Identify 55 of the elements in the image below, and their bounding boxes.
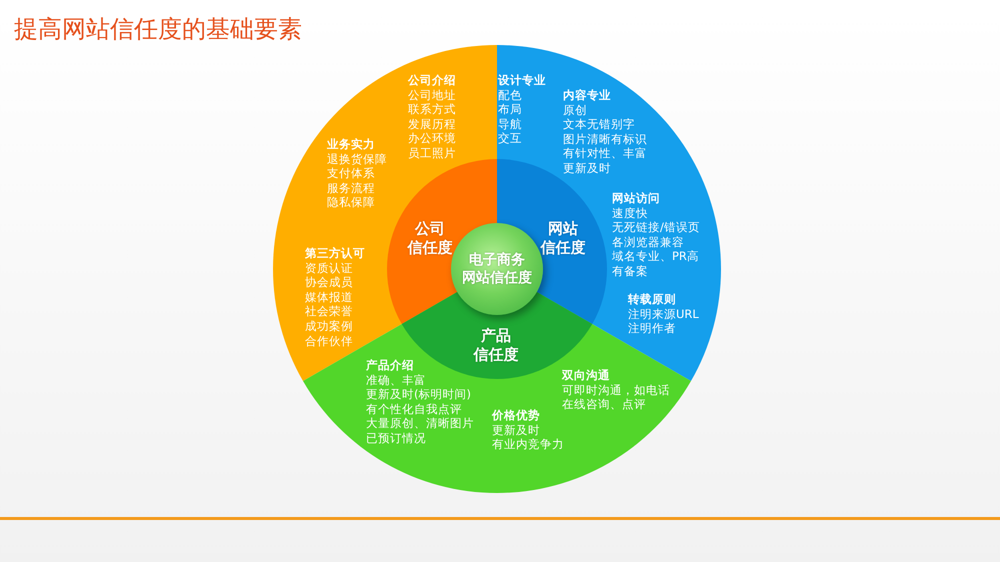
category-heading: 转载原则 [628,292,677,307]
list-item: 文本无错别字 [563,117,636,132]
list-item: 更新及时(标明时间) [366,387,472,402]
sector-label: 产品信任度 [474,326,518,364]
list-item: 协会成员 [305,275,354,290]
list-item: 有个性化自我点评 [366,402,463,416]
category-heading: 价格优势 [492,408,541,423]
list-item: 隐私保障 [327,195,376,210]
category-heading: 业务实力 [327,137,376,152]
category-heading: 内容专业 [563,88,612,103]
list-item: 准确、丰富 [366,372,427,388]
list-item: 已预订情况 [366,430,427,446]
list-item: 支付体系 [327,166,376,181]
list-item: 交互 [498,131,523,146]
list-item: 资质认证 [305,260,354,276]
list-item: 在线咨询、点评 [562,397,647,412]
list-item: 更新及时 [492,422,541,438]
list-item: 员工照片 [408,146,456,161]
list-item: 退换货保障 [327,152,387,166]
list-item: 公司地址 [408,88,456,102]
category-heading: 设计专业 [498,73,546,88]
list-item: 域名专业、PR高 [612,249,700,264]
category-heading: 第三方认可 [305,246,365,261]
list-item: 联系方式 [408,102,456,117]
list-item: 图片清晰有标识 [563,132,647,146]
category-heading: 网站访问 [612,191,661,206]
center-label: 电子商务网站信任度 [462,250,532,288]
list-item: 媒体报道 [305,290,354,304]
list-item: 配色 [498,88,523,102]
list-item: 社会荣誉 [305,304,354,319]
title: 提高网站信任度的基础要素 [14,14,302,44]
list-item: 各浏览器兼容 [612,234,685,250]
category-heading: 产品介绍 [366,358,415,373]
list-item: 合作伙伴 [305,334,354,348]
list-item: 成功案例 [305,318,354,334]
list-item: 布局 [498,102,523,117]
category-heading: 公司介绍 [408,73,456,88]
list-item: 速度快 [612,206,648,220]
list-item: 服务流程 [327,180,376,196]
list-item: 可即时沟通，如电话 [562,382,670,398]
list-item: 更新及时 [563,160,612,176]
list-item: 有业内竞争力 [492,437,564,452]
list-item: 原创 [563,102,588,118]
category-heading: 双向沟通 [562,368,611,383]
list-item: 注明来源URL [628,306,699,322]
list-item: 导航 [498,116,523,132]
list-item: 有备案 [612,264,649,279]
list-item: 发展历程 [408,116,456,132]
list-item: 有针对性、丰富 [563,146,647,161]
list-item: 大量原创、清晰图片 [366,416,474,431]
list-item: 注明作者 [628,321,677,336]
sector-label: 网站信任度 [540,219,586,257]
sector-label: 公司信任度 [408,219,452,257]
list-item: 办公环境 [408,131,456,146]
list-item: 无死链接/错误页 [612,220,700,235]
